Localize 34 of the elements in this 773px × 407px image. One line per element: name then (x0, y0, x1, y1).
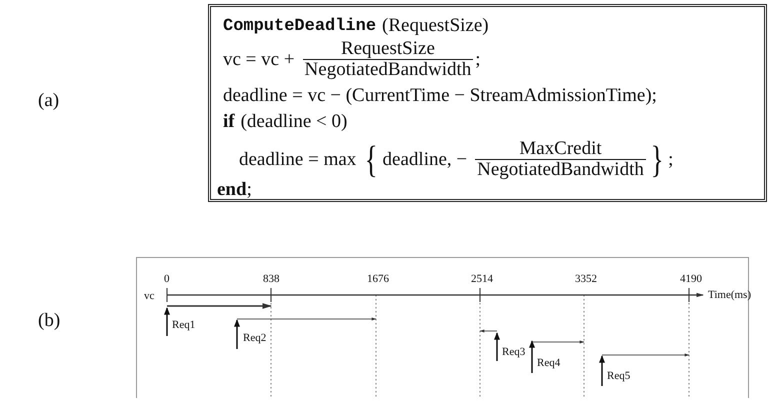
timeline-panel (136, 257, 749, 398)
panel-label: (a) (38, 90, 60, 112)
function-name: ComputeDeadline (223, 16, 376, 36)
code-text: deadline = vc − (CurrentTime − StreamAdmissionTime); (223, 85, 657, 107)
brace: { (365, 140, 378, 178)
code-text: deadline, − (382, 148, 468, 170)
brace: } (650, 140, 664, 178)
tick-label: 0 (164, 273, 170, 285)
code-text: ; (475, 48, 481, 70)
request-label: Req4 (537, 357, 560, 369)
fraction-denominator: NegotiatedBandwidth (475, 159, 646, 180)
tick-label: 1676 (367, 273, 389, 285)
keyword: if (223, 111, 235, 133)
request-label: Req1 (172, 319, 196, 331)
code-text: vc = vc + (223, 48, 295, 70)
tick-label: 2514 (471, 273, 493, 285)
fraction-numerator: MaxCredit (518, 139, 603, 159)
code-text: (RequestSize) (382, 15, 489, 37)
axis-label: Time(ms) (708, 289, 751, 301)
request-label: Req2 (243, 332, 266, 344)
fraction-denominator: NegotiatedBandwidth (302, 59, 474, 80)
code-text: ; (668, 148, 674, 170)
code-text: (deadline < 0) (240, 111, 348, 133)
axis-label: vc (144, 290, 154, 302)
algorithm-box (208, 4, 767, 202)
fraction-numerator: RequestSize (340, 39, 436, 59)
request-label: Req3 (502, 346, 526, 358)
code-text: deadline = max (239, 148, 356, 170)
tick-label: 3352 (575, 273, 597, 285)
tick-label: 838 (263, 273, 280, 285)
request-label: Req5 (607, 370, 630, 382)
tick-label: 4190 (680, 273, 702, 285)
keyword: end; (217, 179, 252, 201)
panel-label: (b) (38, 310, 60, 332)
